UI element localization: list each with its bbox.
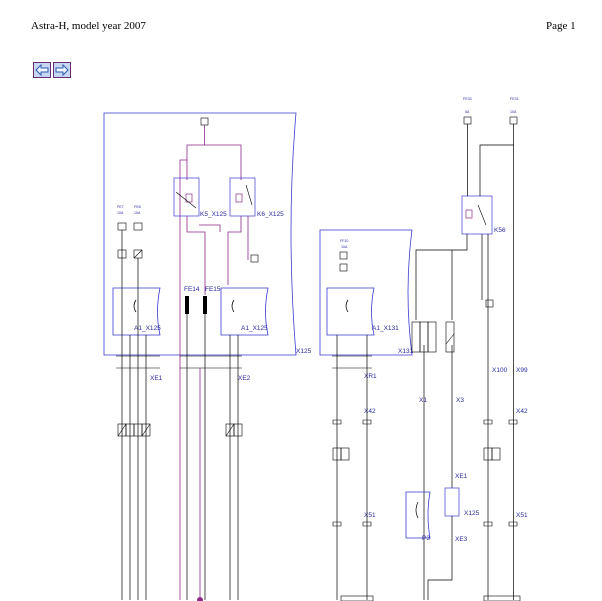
x100-label: X100 [492,367,508,374]
fe31-label: FE31 [510,97,519,101]
page-title: Astra-H, model year 2007 [31,20,146,32]
fe31-amp: 10A [510,110,517,114]
ff10-amp: 10A [341,245,348,249]
connector-top [200,117,209,126]
x51-left-label: X51 [364,512,376,519]
module-p3 [405,491,431,539]
arrow-left-icon [35,63,49,77]
module-x125-outline [103,112,297,356]
relay-k6 [229,177,256,217]
x42-right-label: X42 [516,408,528,415]
x1-label: X1 [419,397,427,404]
module-a1-x125-left [112,287,161,336]
x131-label: X131 [398,348,414,355]
xe2-label: XE2 [238,375,251,382]
a1-x125-label-1: A1_X125 [134,325,161,332]
x51-right-label: X51 [516,512,528,519]
fuse-fe8-label: FE8 [134,205,141,209]
fuse-fe14 [185,296,189,314]
ff10-label: FF10 [340,239,348,243]
x99-label: X99 [516,367,528,374]
forward-button[interactable] [53,62,71,78]
x42-left-label: X42 [364,408,376,415]
xr1-label: XR1 [364,373,377,380]
module-x131-outline [319,229,413,356]
fe15-label: FE15 [205,286,221,293]
fuse-fe33 [463,116,472,125]
fe14-label: FE14 [184,286,200,293]
fe33-label: FE33 [463,97,472,101]
p3-label: P3 [422,535,430,542]
fuse-fe7-amp: 10A [117,211,124,215]
k56-label: K56 [494,227,506,234]
fuse-fe8-amp: 10A [134,211,141,215]
xe3-label: XE3 [455,536,468,543]
fuse-fe7-label: FE7 [117,205,124,209]
page-number: Page 1 [546,20,576,32]
fuse-ff10 [339,251,348,260]
arrow-right-icon [55,63,69,77]
module-a1-x125-right [220,287,269,336]
xe1-left-label: XE1 [150,375,163,382]
x125-right-label: X125 [464,510,480,517]
relay-k56 [461,195,493,235]
fe33-amp: 5A [465,110,470,114]
x3-label: X3 [456,397,464,404]
fuse-fe7 [117,222,127,231]
a1-x125-label-2: A1_X125 [241,325,268,332]
fuse-fe31 [509,116,518,125]
fuse-fe8 [133,222,143,231]
xe1-right-label: XE1 [455,473,468,480]
relay-k5-label: K5_X125 [200,211,227,218]
x125-label: X125 [296,348,312,355]
back-button[interactable] [33,62,51,78]
module-a1-x131 [326,287,375,336]
relay-k5 [173,177,200,217]
a1-x131-label: A1_X131 [372,325,399,332]
relay-k6-label: K6_X125 [257,211,284,218]
fuse-fe15 [203,296,207,314]
